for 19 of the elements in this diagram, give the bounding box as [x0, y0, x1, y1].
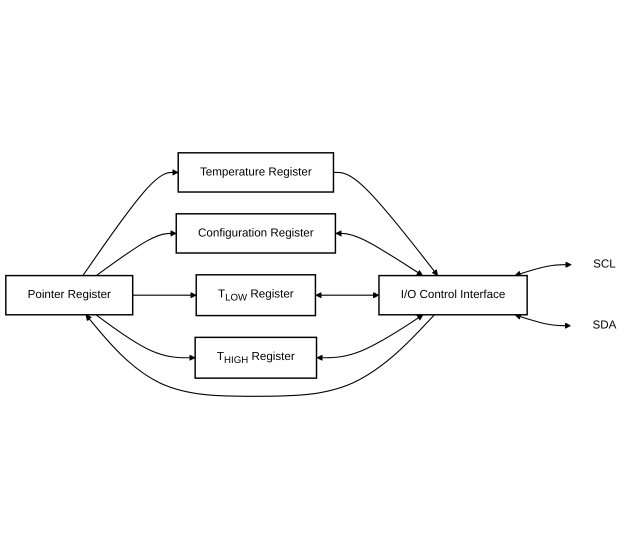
node-box: I/O Control Interface	[378, 275, 528, 316]
arrow	[96, 314, 196, 362]
arrow	[82, 170, 178, 276]
arrow	[514, 262, 572, 278]
arrow	[333, 172, 438, 276]
node-text: SDA	[592, 320, 616, 332]
node-box: T$_{HIGH}$ Register	[194, 337, 318, 380]
arrow	[96, 230, 177, 276]
arrow	[132, 292, 197, 299]
node-box: T$_{LOW}$ Register	[196, 274, 316, 317]
arrow	[514, 314, 571, 330]
node-box: Temperature Register	[177, 152, 334, 194]
arrow	[315, 292, 380, 299]
node-text: SCL	[593, 258, 616, 271]
arrow	[335, 230, 423, 276]
node-box: Pointer Register	[5, 275, 134, 316]
arrow	[316, 314, 424, 362]
node-box: Configuration Register	[176, 214, 336, 254]
arrow	[85, 314, 435, 398]
